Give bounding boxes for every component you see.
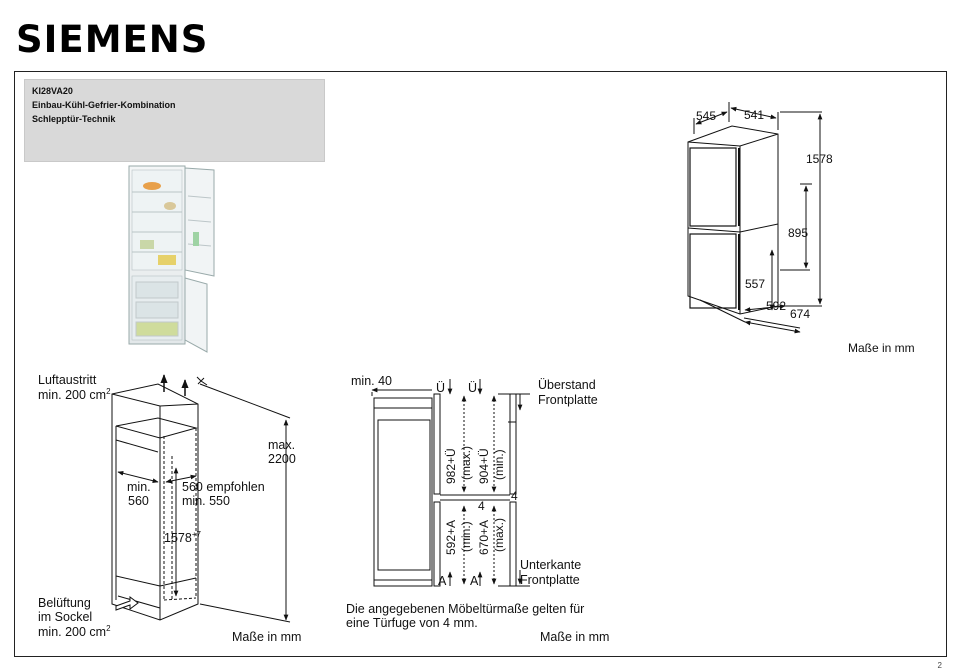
niche-dimension-drawing <box>111 374 291 623</box>
page-number: 2 <box>937 661 942 670</box>
appliance-units-note: Maße in mm <box>848 341 915 355</box>
content-frame <box>14 71 947 657</box>
appliance-dimension-drawing <box>687 102 823 334</box>
vent-min: min. 200 cm2 <box>38 624 111 639</box>
air-outlet-label: Luftaustritt <box>38 373 97 387</box>
dim-upper-section: 895 <box>788 226 808 240</box>
door-note-line-1: Die angegebenen Möbeltürmaße gelten für <box>346 602 584 616</box>
vent-label-2: im Sockel <box>38 610 92 624</box>
label-bottom-front: Frontplatte <box>520 573 580 587</box>
door-upper-2: 904+Ü <box>477 448 491 484</box>
door-min-gap: min. 40 <box>351 374 392 388</box>
door-lower-1-note: (min.) <box>459 521 473 552</box>
product-technology: Schlepptür-Technik <box>32 114 116 124</box>
niche-min-width-label: min. <box>127 480 151 494</box>
door-upper-1-note: (max.) <box>459 446 473 480</box>
door-upper-2-note: (min.) <box>492 449 506 480</box>
door-gap-b: 4 <box>511 489 518 503</box>
door-upper-1: 982+Ü <box>444 448 458 484</box>
door-a-2: A <box>470 574 479 588</box>
door-a-1: A <box>438 574 447 588</box>
niche-max-value: 2200 <box>268 452 296 466</box>
model-number: KI28VA20 <box>32 86 73 96</box>
dim-depth: 541 <box>744 108 764 122</box>
niche-recommended-width: 560 empfohlen <box>182 480 265 494</box>
product-photo <box>128 165 215 353</box>
vent-label-1: Belüftung <box>38 596 91 610</box>
label-bottom-edge: Unterkante <box>520 558 581 572</box>
door-lower-2-note: (max.) <box>492 518 506 552</box>
niche-height: 1578+7 <box>164 530 201 545</box>
siemens-logo: SIEMENS <box>16 18 209 61</box>
door-lower-1: 592+A <box>444 520 458 555</box>
niche-recommended-min: min. 550 <box>182 494 230 508</box>
air-outlet-min: min. 200 cm2 <box>38 387 111 402</box>
label-front-panel: Frontplatte <box>538 393 598 407</box>
niche-max-label: max. <box>268 438 295 452</box>
dim-depth-total: 674 <box>790 307 810 321</box>
niche-units-note: Maße in mm <box>232 630 301 644</box>
door-gap-a: 4 <box>478 499 485 513</box>
dim-lower-door: 557 <box>745 277 765 291</box>
dim-depth-body: 592 <box>766 299 786 313</box>
door-lower-2: 670+A <box>477 520 491 555</box>
door-overhang-2: Ü <box>468 381 477 395</box>
door-note-line-2: eine Türfuge von 4 mm. <box>346 616 478 630</box>
niche-min-width-value: 560 <box>128 494 149 508</box>
door-dimension-drawing <box>371 379 530 587</box>
dim-width: 545 <box>696 109 716 123</box>
door-overhang-1: Ü <box>436 381 445 395</box>
product-info-box: KI28VA20 Einbau-Kühl-Gefrier-Kombination… <box>24 79 325 162</box>
product-type: Einbau-Kühl-Gefrier-Kombination <box>32 100 176 110</box>
door-units-note: Maße in mm <box>540 630 609 644</box>
dim-height: 1578 <box>806 152 833 166</box>
label-overhang: Überstand <box>538 378 596 392</box>
